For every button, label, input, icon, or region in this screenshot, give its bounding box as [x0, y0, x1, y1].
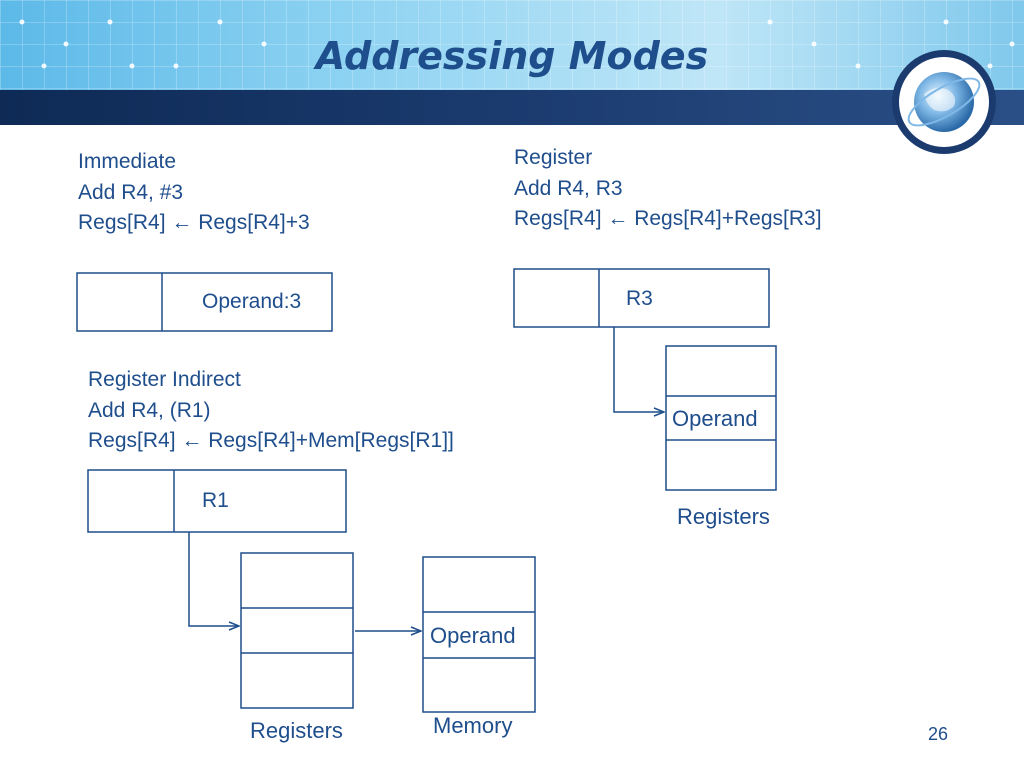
- register-indirect-block: Register Indirect Add R4, (R1) Regs[R4] …: [88, 365, 454, 457]
- indirect-arrow-to-register: [188, 532, 239, 626]
- register-instruction: Add R4, R3: [514, 176, 623, 200]
- register-instruction-box: [513, 268, 770, 328]
- register-indirect-instruction: Add R4, (R1): [88, 398, 211, 422]
- immediate-block: Immediate Add R4, #3 Regs[R4] ← Regs[R4]…: [78, 147, 310, 239]
- indirect-registers-label: Registers: [250, 718, 343, 743]
- register-bank-label: Registers: [677, 504, 770, 529]
- register-indirect-instruction-box: [87, 469, 347, 533]
- register-bank: [665, 345, 777, 491]
- register-operand-cell: Operand: [672, 406, 758, 431]
- immediate-instruction: Add R4, #3: [78, 180, 184, 204]
- page-number: 26: [928, 724, 949, 744]
- memory-bank: [422, 556, 536, 713]
- register-indirect-field: R1: [202, 489, 229, 512]
- memory-label: Memory: [433, 713, 513, 738]
- immediate-operand-field: Operand:3: [202, 290, 302, 313]
- register-field: R3: [626, 287, 653, 310]
- register-indirect-name: Register Indirect: [88, 368, 241, 391]
- indirect-register-bank: [240, 552, 354, 709]
- page-title: Addressing Modes: [315, 34, 709, 78]
- memory-operand-cell: Operand: [430, 623, 516, 648]
- immediate-semantics: Regs[R4] ← Regs[R4]+3: [78, 211, 310, 234]
- register-semantics: Regs[R4] ← Regs[R4]+Regs[R3]: [514, 207, 822, 230]
- header-background: [0, 0, 1024, 125]
- immediate-instruction-box: [76, 272, 333, 332]
- register-name: Register: [514, 146, 593, 169]
- register-indirect-semantics: Regs[R4] ← Regs[R4]+Mem[Regs[R1]]: [88, 429, 454, 452]
- immediate-name: Immediate: [78, 150, 177, 173]
- register-block: Register Add R4, R3 Regs[R4] ← Regs[R4]+…: [514, 143, 822, 235]
- globe-icon: [892, 50, 996, 154]
- register-arrow: [613, 327, 664, 412]
